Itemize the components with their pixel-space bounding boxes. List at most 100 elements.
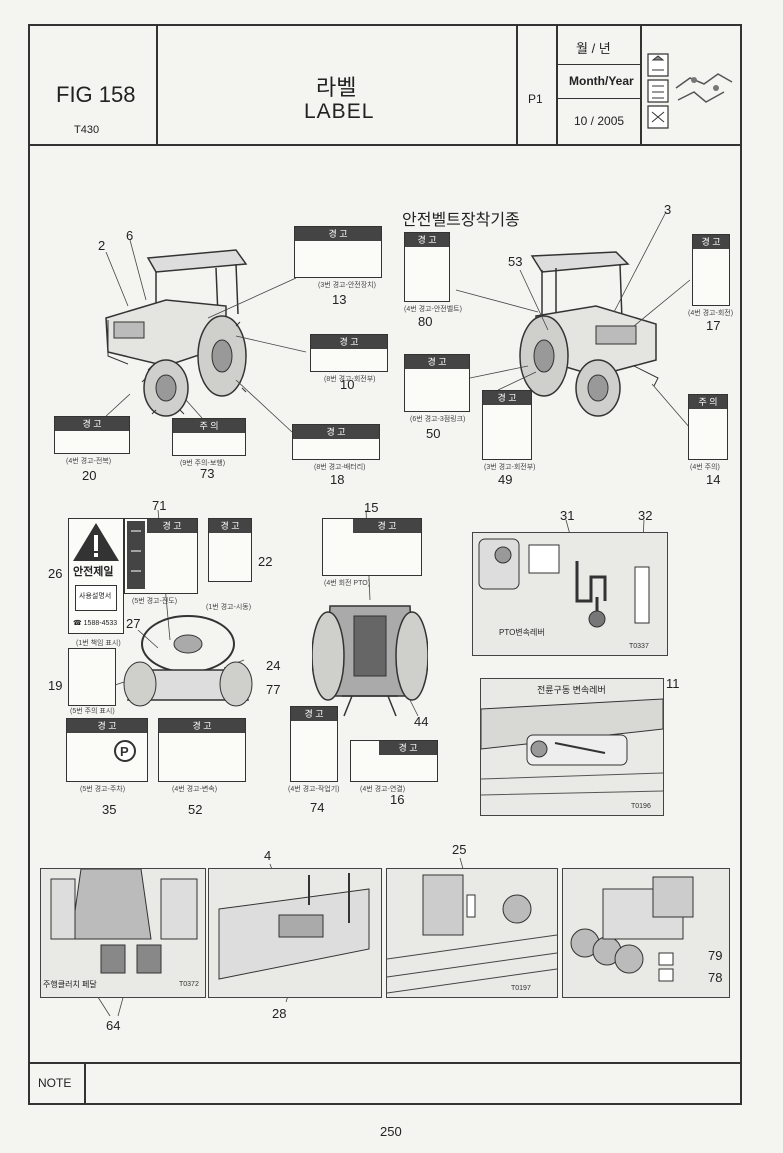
part-6: 6 [126,228,134,243]
pto-lever-drawing [473,533,667,655]
part-18: 18 [330,472,345,487]
part-24: 24 [266,658,281,673]
label-15-caption: (4번 회전 PTO) [324,580,371,587]
part-17: 17 [706,318,721,333]
date-label-korean: 월 / 년 [576,41,611,56]
svg-text:P: P [120,744,129,759]
label-26: 안전제일 사용설명서 ☎ 1588-4533 [68,518,124,634]
hydraulic-valve-detail [562,868,730,998]
label-52-caption: (4번 경고-변속) [172,786,218,793]
hydraulic-valve-drawing [563,869,729,997]
label-20-caption: (4번 경고-전복) [66,458,112,465]
label-49-caption: (3번 경고-회전부) [484,464,536,471]
label-10-caption: (8번 경고-회전부) [324,376,376,383]
seat-floor-drawing [209,873,381,997]
title-english: LABEL [304,100,375,123]
label-74-head: 경 고 [291,707,337,721]
label-17-head: 경 고 [693,235,729,249]
label-35-caption: (5번 경고-주차) [80,786,126,793]
manual-icon [644,48,738,132]
label-10-head: 경 고 [311,335,387,349]
tractor-front-left-illustration [96,238,256,418]
label-10: 경 고 [310,334,388,372]
title-korean: 라벨 [316,75,357,100]
label-22-caption: (1번 경고-시동) [206,604,252,611]
parking-icon: P [113,739,137,763]
part-49: 49 [498,472,513,487]
label-18-head: 경 고 [293,425,379,439]
header-divider-1 [156,24,158,145]
label-80-caption: (4번 경고-안전벨트) [404,306,462,313]
label-26-book: 사용설명서 [79,593,112,600]
part-10: 10 [340,377,355,392]
note-label: NOTE [38,1076,72,1090]
tractor-rollover-icon [127,521,145,589]
part-52: 52 [188,802,203,817]
part-53: 53 [508,254,523,269]
part-79: 79 [708,948,723,963]
front-wheel-lever-label: 전륜구동 변속레버 [537,685,606,695]
label-16-caption: (4번 경고-연결) [360,786,406,793]
code-t0372: T0372 [179,981,199,988]
part-22: 22 [258,554,273,569]
warning-triangle-icon [73,523,119,561]
header-date-rule-2 [557,98,641,99]
part-13: 13 [332,292,347,307]
front-wheel-lever-detail: 전륜구동 변속레버 T0196 [480,678,664,816]
part-20: 20 [82,468,97,483]
part-11: 11 [666,676,680,691]
part-71: 71 [152,498,167,513]
note-divider [84,1062,86,1105]
part-26: 26 [48,566,63,581]
label-50: 경 고 [404,354,470,412]
label-74-caption: (4번 경고-작업기) [288,786,340,793]
fig-number: FIG 158 [56,82,136,107]
label-50-caption: (6번 경고-3점링크) [410,416,466,423]
label-50-head: 경 고 [405,355,469,369]
label-80-head: 경 고 [405,233,449,247]
label-13: 경 고 [294,226,382,278]
front-wheel-lever-drawing [481,679,663,815]
part-27: 27 [126,616,141,631]
page-number: 250 [380,1124,402,1139]
label-20: 경 고 [54,416,130,454]
header-date-rule-1 [557,64,641,65]
part-4: 4 [264,848,272,863]
label-19 [68,648,116,706]
part-74: 74 [310,800,325,815]
label-14-head: 주 의 [689,395,727,409]
label-13-head: 경 고 [295,227,381,241]
label-18-caption: (8번 경고-배터리) [314,464,366,471]
label-73-caption: (9번 주의-보행) [180,460,226,467]
part-50: 50 [426,426,441,441]
safety-belt-note: 안전벨트장착기종 [402,212,520,229]
floor-box-detail: T0197 [386,868,558,998]
part-80: 80 [418,314,433,329]
label-22: 경 고 [208,518,252,582]
seat-floor-detail [208,868,382,998]
label-16-head: 경 고 [379,741,437,755]
label-15: 경 고 [322,518,422,576]
label-52: 경 고 [158,718,246,782]
date-label-english: Month/Year [569,74,634,88]
label-17: 경 고 [692,234,730,306]
code-t0196: T0196 [631,803,651,810]
label-35-head: 경 고 [67,719,147,733]
label-18: 경 고 [292,424,380,460]
label-35: 경 고 P [66,718,148,782]
part-73: 73 [200,466,215,481]
label-20-head: 경 고 [55,417,129,431]
part-28: 28 [272,1006,287,1021]
header-divider-2 [516,24,518,145]
label-74: 경 고 [290,706,338,782]
label-49: 경 고 [482,390,532,460]
label-14: 주 의 [688,394,728,460]
label-26-caption: (1번 책임 표시) [76,640,121,647]
part-3: 3 [664,202,672,217]
manual-book-icon [75,585,117,611]
label-73: 주 의 [172,418,246,456]
label-71: 경 고 [124,518,198,594]
header-bottom-rule [28,144,742,146]
label-71-caption: (5번 경고-전도) [132,598,178,605]
steering-dashboard-illustration [118,600,258,712]
